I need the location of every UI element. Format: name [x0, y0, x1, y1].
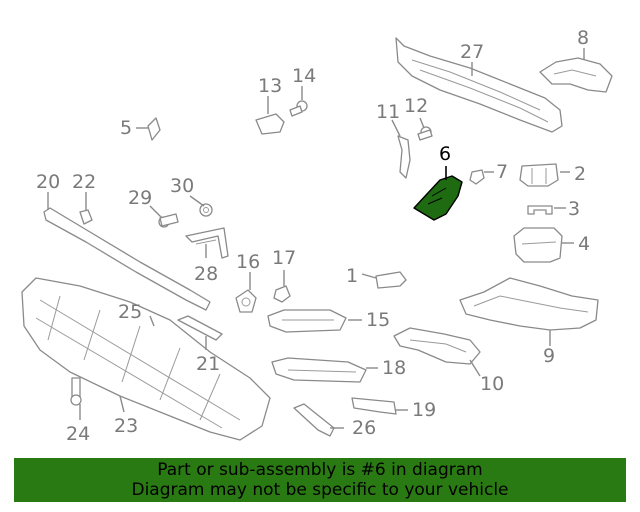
part-14-bolt [289, 100, 308, 117]
part-28-bracket [185, 227, 229, 259]
part-7-pushpin [469, 169, 485, 185]
footer-banner: Part or sub-assembly is #6 in diagram Di… [14, 458, 626, 502]
part-11-bracket [397, 135, 411, 179]
callout-20: 20 [36, 171, 60, 193]
part-12-bolt [417, 126, 433, 141]
callout-30: 30 [170, 175, 194, 197]
callout-1: 1 [346, 265, 358, 287]
callout-27: 27 [460, 41, 484, 63]
callout-4: 4 [578, 233, 590, 255]
part-29-bolt [158, 213, 179, 228]
part-17-plug [273, 285, 291, 303]
part-16-grommet [235, 289, 257, 313]
part-8-bracket [539, 57, 613, 93]
part-6-highlighted-bracket [413, 175, 463, 221]
part-15-molding [267, 309, 347, 333]
callout-5: 5 [120, 117, 132, 139]
callout-22: 22 [72, 171, 96, 193]
callout-25: 25 [118, 301, 142, 323]
callout-17: 17 [272, 247, 296, 269]
callout-11: 11 [376, 101, 400, 123]
callout-labels: 27 8 13 14 5 11 12 6 7 2 3 4 1 9 10 15 1… [36, 27, 590, 445]
callout-16: 16 [236, 251, 260, 273]
part-3-clip [527, 205, 553, 215]
part-1-cover [375, 271, 407, 289]
callout-6-highlighted: 6 [439, 143, 451, 165]
part-18-molding [271, 357, 367, 383]
callout-3: 3 [568, 198, 580, 220]
part-10-bezel [393, 327, 481, 365]
callout-2: 2 [574, 163, 586, 185]
callout-29: 29 [128, 187, 152, 209]
footer-line-disclaimer: Diagram may not be specific to your vehi… [131, 480, 509, 500]
callout-15: 15 [366, 309, 390, 331]
part-20-molding-strip [43, 207, 211, 311]
part-30-nut [199, 203, 213, 217]
part-26-strip [293, 403, 335, 437]
part-22-clip [79, 209, 93, 225]
callout-26: 26 [352, 417, 376, 439]
parts-diagram: 27 8 13 14 5 11 12 6 7 2 3 4 1 9 10 15 1… [21, 27, 613, 445]
part-19-bracket [351, 397, 397, 415]
part-24-bolt [70, 377, 82, 406]
part-2-clip [519, 163, 559, 187]
part-9-bracket [459, 277, 599, 331]
callout-12: 12 [404, 95, 428, 117]
part-21-bracket [177, 315, 223, 341]
callout-7: 7 [496, 161, 508, 183]
callout-23: 23 [114, 415, 138, 437]
part-23-undercover [21, 277, 271, 441]
footer-line-part-number: Part or sub-assembly is #6 in diagram [157, 460, 483, 480]
callout-14: 14 [292, 65, 316, 87]
leader-lines [47, 48, 585, 429]
callout-18: 18 [382, 357, 406, 379]
callout-21: 21 [196, 353, 220, 375]
callout-19: 19 [412, 399, 436, 421]
callout-24: 24 [66, 423, 90, 445]
callout-13: 13 [258, 75, 282, 97]
callout-8: 8 [577, 27, 589, 49]
callout-9: 9 [543, 345, 555, 367]
part-27-reinforcement-bar [395, 37, 563, 133]
callout-10: 10 [480, 373, 504, 395]
part-13-bracket [255, 113, 285, 135]
part-5-clip [147, 117, 161, 141]
part-4-bezel [513, 227, 563, 263]
callout-28: 28 [194, 263, 218, 285]
